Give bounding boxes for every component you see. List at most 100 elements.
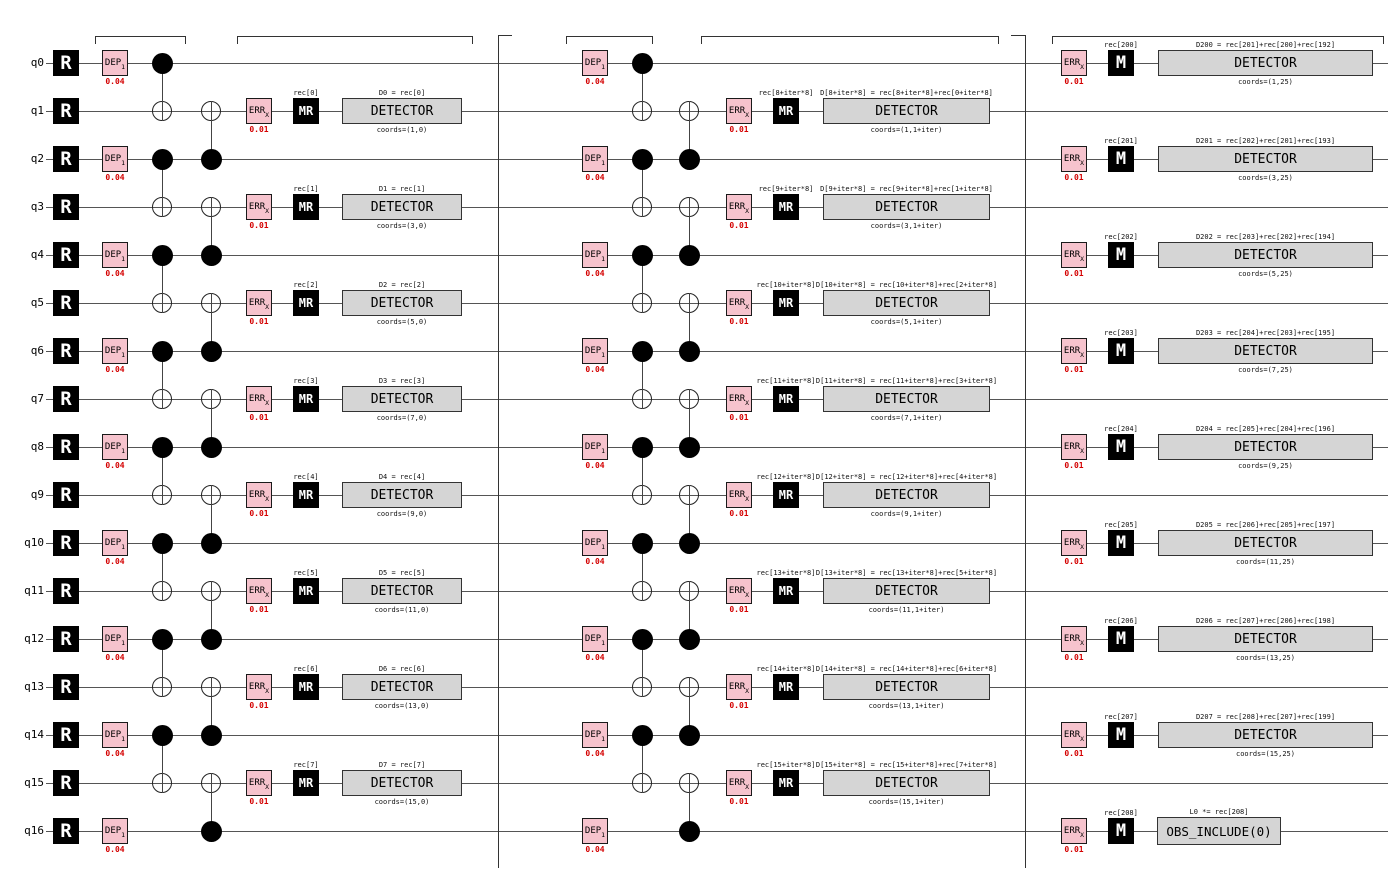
depolarize-probability: 0.04 <box>105 173 125 182</box>
x-error-probability: 0.01 <box>1064 365 1084 374</box>
cnot-connector <box>642 255 643 313</box>
x-error-gate-text: ERR <box>1063 153 1081 164</box>
depolarize1-gate-text: DEP <box>104 537 122 548</box>
rec-label: rec[8+iter*8] <box>758 89 814 97</box>
cnot-control-dot <box>152 725 173 746</box>
x-error-probability: 0.01 <box>729 221 749 230</box>
cnot-control-dot <box>632 725 653 746</box>
observable-formula: L0 *= rec[208] <box>1189 808 1249 816</box>
detector-formula: D[13+iter*8] = rec[13+iter*8]+rec[5+iter… <box>815 569 998 577</box>
depolarize1-gate-subscript: 1 <box>601 255 606 263</box>
reset-gate: R <box>53 770 79 796</box>
qubit-wire <box>46 351 1388 352</box>
detector-formula: D203 = rec[204]+rec[203]+rec[195] <box>1195 329 1336 337</box>
x-error-probability: 0.01 <box>729 797 749 806</box>
x-error-probability: 0.01 <box>249 413 269 422</box>
detector-box: DETECTOR <box>823 98 990 124</box>
reset-gate: R <box>53 290 79 316</box>
x-error-gate-subscript: X <box>745 783 750 791</box>
x-error-gate-text: ERR <box>1063 729 1081 740</box>
reset-gate: R <box>53 578 79 604</box>
x-error-gate-text: ERR <box>248 297 266 308</box>
detector-box: DETECTOR <box>342 194 462 220</box>
qubit-label: q16 <box>24 824 44 837</box>
depolarize1-gate-text: DEP <box>584 537 602 548</box>
tick-marker <box>566 36 652 37</box>
detector-box: DETECTOR <box>1158 338 1373 364</box>
cnot-control-dot <box>632 629 653 650</box>
detector-coords: coords=(15,0) <box>374 798 430 806</box>
rec-label: rec[4] <box>293 473 319 481</box>
x-error-gate-subscript: X <box>1080 543 1085 551</box>
rec-label: rec[12+iter*8] <box>756 473 816 481</box>
qubit-wire <box>46 639 1388 640</box>
cnot-control-dot <box>679 149 700 170</box>
x-error-probability: 0.01 <box>729 605 749 614</box>
measure-reset-gate: MR <box>773 578 799 604</box>
detector-coords: coords=(9,0) <box>376 510 428 518</box>
cnot-connector <box>642 447 643 505</box>
cnot-connector <box>162 351 163 409</box>
detector-coords: coords=(1,0) <box>376 126 428 134</box>
x-error-probability: 0.01 <box>249 317 269 326</box>
detector-box: DETECTOR <box>342 770 462 796</box>
detector-box: DETECTOR <box>823 290 990 316</box>
measure-gate: M <box>1108 338 1134 364</box>
measure-gate: M <box>1108 530 1134 556</box>
rec-label: rec[208] <box>1104 809 1138 817</box>
x-error-probability: 0.01 <box>1064 653 1084 662</box>
depolarize1-gate-subscript: 1 <box>601 735 606 743</box>
qubit-wire <box>46 687 1388 688</box>
depolarize1-gate-subscript: 1 <box>601 63 606 71</box>
detector-formula: D204 = rec[205]+rec[204]+rec[196] <box>1195 425 1336 433</box>
cnot-connector <box>642 639 643 697</box>
detector-formula: D[8+iter*8] = rec[8+iter*8]+rec[0+iter*8… <box>820 89 993 97</box>
cnot-connector <box>211 389 212 447</box>
x-error-probability: 0.01 <box>1064 269 1084 278</box>
cnot-control-dot <box>679 437 700 458</box>
x-error-gate-subscript: X <box>265 399 270 407</box>
x-error-gate-subscript: X <box>745 303 750 311</box>
depolarize1-gate-text: DEP <box>104 729 122 740</box>
qubit-label: q11 <box>24 584 44 597</box>
detector-formula: D[14+iter*8] = rec[14+iter*8]+rec[6+iter… <box>815 665 998 673</box>
cnot-control-dot <box>632 53 653 74</box>
qubit-wire <box>46 495 1388 496</box>
depolarize1-gate-text: DEP <box>584 57 602 68</box>
detector-coords: coords=(13,0) <box>374 702 430 710</box>
cnot-control-dot <box>679 245 700 266</box>
rec-label: rec[9+iter*8] <box>758 185 814 193</box>
detector-formula: D201 = rec[202]+rec[201]+rec[193] <box>1195 137 1336 145</box>
measure-reset-gate: MR <box>293 386 319 412</box>
reset-gate: R <box>53 626 79 652</box>
detector-coords: coords=(9,25) <box>1238 462 1293 470</box>
cnot-connector <box>642 159 643 217</box>
cnot-control-dot <box>152 437 173 458</box>
x-error-gate-text: ERR <box>248 777 266 788</box>
x-error-gate-subscript: X <box>745 591 750 599</box>
cnot-connector <box>689 101 690 159</box>
x-error-probability: 0.01 <box>249 125 269 134</box>
rec-label: rec[202] <box>1104 233 1138 241</box>
measure-reset-gate: MR <box>773 194 799 220</box>
measure-gate: M <box>1108 146 1134 172</box>
x-error-gate-subscript: X <box>265 207 270 215</box>
x-error-gate-text: ERR <box>728 105 746 116</box>
depolarize1-gate-subscript: 1 <box>121 255 126 263</box>
depolarize-probability: 0.04 <box>585 77 605 86</box>
rec-label: rec[203] <box>1104 329 1138 337</box>
x-error-gate-subscript: X <box>1080 447 1085 455</box>
tick-marker-end <box>652 36 653 44</box>
cnot-control-dot <box>152 149 173 170</box>
cnot-connector <box>162 255 163 313</box>
measure-gate: M <box>1108 242 1134 268</box>
detector-box: DETECTOR <box>1158 434 1373 460</box>
